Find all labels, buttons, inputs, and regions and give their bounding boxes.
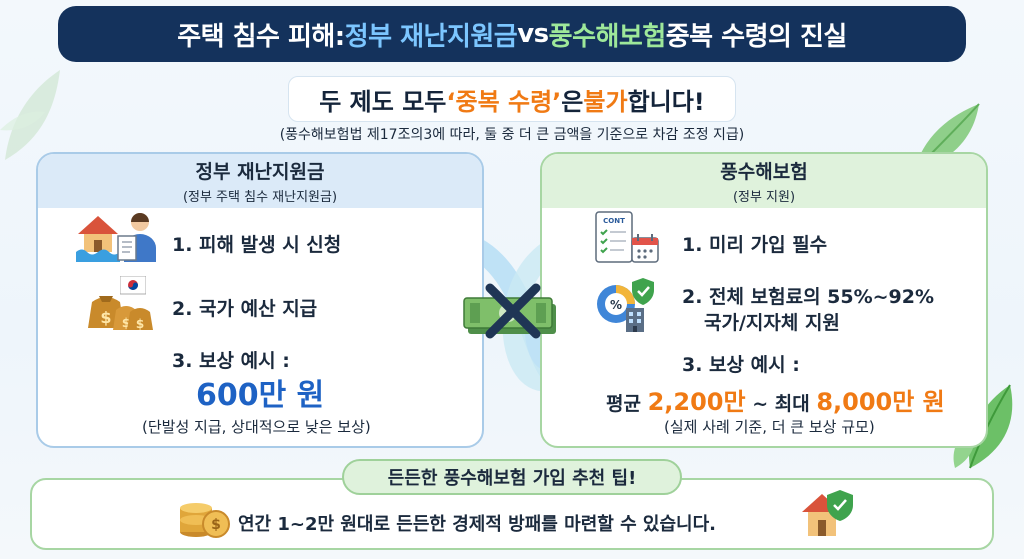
ins-step2: 2. 전체 보험료의 55%~92% (682, 286, 935, 308)
leaf-icon (0, 70, 60, 160)
law-note: (풍수해보험법 제17조의3에 따라, 둘 중 더 큰 금액을 기준으로 차감 … (279, 127, 745, 143)
title-part5: 중복 수령의 진실 (665, 21, 848, 52)
ins-card-subtitle: (정부 지원) (732, 190, 796, 205)
gov-step3: 3. 보상 예시 : (172, 350, 290, 372)
warning-impossible: 불가 (583, 87, 628, 116)
svg-text:$: $ (136, 317, 144, 331)
gov-support-card: 정부 재난지원금 (정부 주택 침수 재난지원금) (36, 152, 484, 448)
title-gov-support: 정부 재난지원금 (344, 21, 518, 52)
svg-text:$: $ (122, 316, 130, 330)
ins-amount-prefix: 평균 (606, 393, 648, 415)
building-icon (626, 308, 644, 332)
ins-step1: 1. 미리 가입 필수 (682, 234, 828, 256)
tip-text: 연간 1~2만 원대로 든든한 경제적 방패를 마련할 수 있습니다. (238, 514, 716, 535)
page-title: 주택 침수 피해: 정부 재난지원금 vs 풍수해보험 중복 수령의 진실 (58, 6, 966, 62)
title-vs: vs (517, 19, 549, 49)
warning-part1: 두 제도 모두 (319, 87, 447, 116)
gov-card-subtitle: (정부 주택 침수 재난지원금) (182, 190, 338, 205)
contract-icon: CONT (595, 211, 633, 263)
gov-note: (단발성 지급, 상대적으로 낮은 보상) (142, 418, 371, 436)
tip-label: 든든한 풍수해보험 가입 추천 팁! (342, 459, 682, 495)
insurance-card: 풍수해보험 (정부 지원) (540, 152, 988, 448)
ins-step2-support: 국가/지자체 지원 (704, 312, 840, 334)
warning-duplicate: ‘중복 수령’ (446, 87, 562, 116)
gov-step2: 2. 국가 예산 지급 (172, 298, 318, 320)
cash-stack-icon (463, 297, 556, 334)
house-shield-icon (802, 490, 853, 536)
gov-amount: 600만 원 (196, 378, 325, 413)
house-flood-icon (76, 216, 120, 262)
ins-card-title: 풍수해보험 (720, 161, 808, 183)
ins-note: (실제 사례 기준, 더 큰 보상 규모) (664, 418, 875, 436)
calendar-icon (631, 234, 659, 263)
ins-amount-mid: ~ 최대 (745, 393, 817, 415)
gov-card-header: 정부 재난지원금 (정부 주택 침수 재난지원금) (38, 154, 482, 208)
person-form-icon (117, 213, 156, 262)
cross-x-icon (485, 283, 541, 339)
ins-amount-max: 8,000만 원 (816, 388, 945, 416)
coins-icon: $ (180, 503, 230, 538)
ins-amount: 평균 2,200만 ~ 최대 8,000만 원 (606, 382, 945, 417)
pie-chart-icon: % (597, 285, 635, 323)
shield-check-icon (632, 278, 654, 305)
warning-part5: 합니다! (627, 87, 705, 116)
duplicate-warning: 두 제도 모두 ‘중복 수령’ 은 불가 합니다! (288, 76, 736, 122)
gov-card-title: 정부 재난지원금 (195, 161, 325, 183)
warning-part3: 은 (561, 87, 584, 116)
contract-label: CONT (603, 217, 625, 225)
ins-amount-avg: 2,200만 (647, 388, 746, 416)
ins-card-header: 풍수해보험 (정부 지원) (542, 154, 986, 208)
gov-step1: 1. 피해 발생 시 신청 (172, 234, 342, 256)
money-bag-icon: $ $ $ (88, 296, 153, 331)
title-insurance: 풍수해보험 (548, 21, 667, 52)
ins-step3: 3. 보상 예시 : (682, 354, 800, 376)
title-part1: 주택 침수 피해: (177, 21, 345, 52)
svg-text:$: $ (100, 308, 111, 327)
svg-text:%: % (610, 298, 622, 312)
korea-flag-icon (120, 276, 146, 295)
svg-text:$: $ (211, 517, 221, 533)
